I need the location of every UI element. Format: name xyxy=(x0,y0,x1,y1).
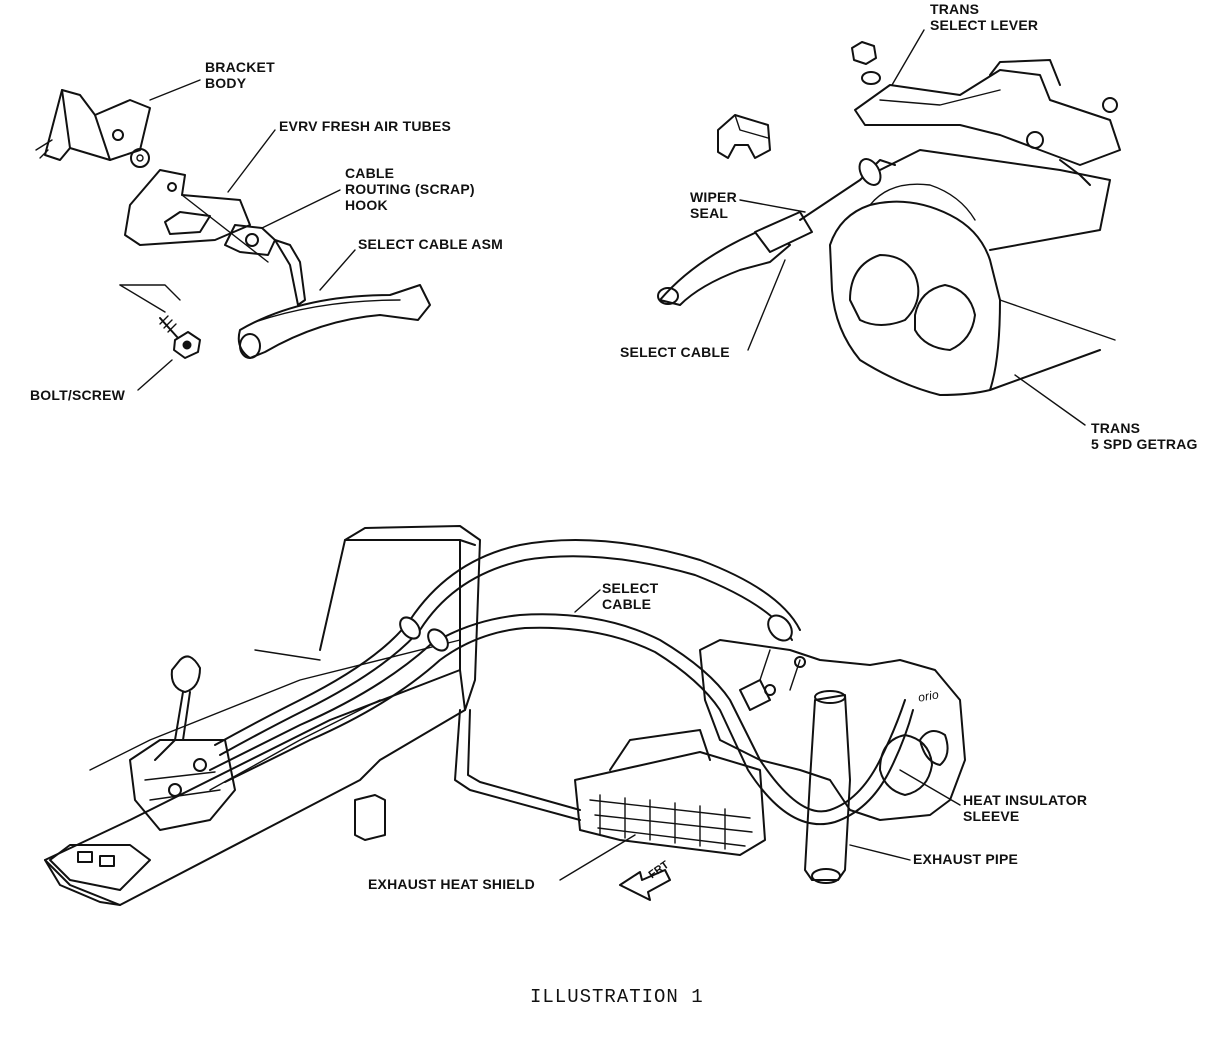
cable-routing-bottom xyxy=(209,539,914,826)
label-select-cable-bottom: SELECT CABLE xyxy=(602,580,659,612)
retainer-clip-part xyxy=(717,114,771,159)
trans-select-lever-part xyxy=(854,59,1121,186)
seat-bracket-block xyxy=(354,794,386,841)
bottom-leaders xyxy=(559,589,961,881)
label-select-cable-top: SELECT CABLE xyxy=(620,344,730,360)
select-cable-end-part xyxy=(657,158,896,306)
cable-bracket-bottom xyxy=(454,709,581,821)
nut-part xyxy=(851,41,881,85)
label-exhaust-heat-shield: EXHAUST HEAT SHIELD xyxy=(368,876,535,892)
figure-caption: ILLUSTRATION 1 xyxy=(530,986,704,1008)
frt-arrow xyxy=(619,869,671,901)
label-heat-insulator-sleeve: HEAT INSULATOR SLEEVE xyxy=(963,792,1088,824)
select-cable-asm-part xyxy=(237,284,431,359)
shifter-base-part xyxy=(49,844,151,891)
top-right-leaders xyxy=(739,29,1086,426)
bolt-screw-part xyxy=(159,315,201,359)
label-wiper-seal: WIPER SEAL xyxy=(690,189,737,221)
label-trans-5-spd-getrag: TRANS 5 SPD GETRAG xyxy=(1091,420,1198,452)
washer-part xyxy=(130,148,150,168)
label-cable-routing-hook: CABLE ROUTING (SCRAP) HOOK xyxy=(345,165,475,213)
label-trans-select-lever: TRANS SELECT LEVER xyxy=(930,1,1039,33)
bracket-body-part xyxy=(35,89,151,161)
label-bolt-screw: BOLT/SCREW xyxy=(30,387,126,403)
shift-lever-part xyxy=(129,655,236,831)
exhaust-pipe-part xyxy=(804,690,851,884)
label-select-cable-asm: SELECT CABLE ASM xyxy=(358,236,504,252)
heat-shield-part xyxy=(574,729,766,856)
transmission-bottom-part xyxy=(699,639,966,821)
transmission-body-part xyxy=(829,149,1116,396)
label-exhaust-pipe: EXHAUST PIPE xyxy=(913,851,1019,867)
label-evrv-fresh-air-tubes: EVRV FRESH AIR TUBES xyxy=(279,118,452,134)
cable-hook-part xyxy=(224,224,306,306)
evrv-bracket-part xyxy=(124,169,269,263)
seat-back-part xyxy=(319,525,481,711)
label-bracket-body: BRACKET BODY xyxy=(205,59,275,91)
top-left-leaders xyxy=(119,79,356,391)
